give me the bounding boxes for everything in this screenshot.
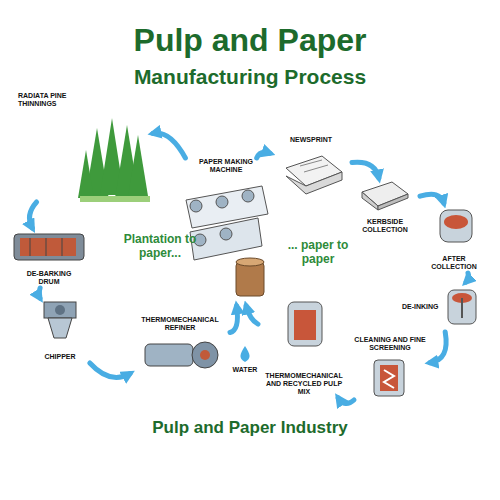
paper-bundle — [362, 182, 408, 210]
flow-arrow — [430, 332, 446, 363]
loop-label: ... paper to paper — [276, 238, 360, 267]
stage-label: PAPER MAKING MACHINE — [191, 158, 261, 174]
process-stage: DE-BARKING DRUM — [8, 228, 90, 288]
stage-label: KERBSIDE COLLECTION — [355, 218, 415, 234]
water-label: WATER — [228, 366, 262, 374]
stage-label: DE-BARKING DRUM — [19, 270, 79, 286]
newsprint — [286, 156, 342, 194]
chipper — [44, 302, 76, 338]
flow-arrow — [338, 398, 354, 404]
pine-trees — [78, 118, 150, 202]
stage-label: CHIPPER — [32, 353, 88, 361]
flow-arrow — [39, 288, 40, 298]
stage-label: RADIATA PINE THINNINGS — [18, 92, 82, 108]
flow-arrow — [352, 162, 379, 178]
stage-label: THERMOMECHANICAL AND RECYCLED PULP MIX — [260, 372, 348, 396]
stage-label: DE-INKING — [402, 303, 446, 311]
title: Pulp and Paper — [0, 22, 500, 59]
refiner — [145, 342, 218, 368]
stage-label: CLEANING AND FINE SCREENING — [352, 336, 428, 352]
flow-arrow — [420, 194, 444, 203]
process-stage: RADIATA PINE THINNINGS — [18, 92, 153, 202]
debarking-drum — [14, 234, 84, 260]
caption: Pulp and Paper Industry — [0, 418, 500, 438]
pulper — [440, 210, 472, 242]
stage-label: AFTER COLLECTION — [423, 255, 485, 271]
process-stage: AFTER COLLECTION — [418, 203, 490, 273]
water-drop — [240, 346, 249, 362]
flow-arrow — [153, 133, 185, 158]
process-stage: THERMOMECHANICAL REFINER — [130, 316, 230, 374]
paper-machine — [186, 186, 268, 296]
process-stage: NEWSPRINT — [270, 136, 352, 198]
flow-arrow — [466, 273, 469, 282]
flow-arrow — [29, 202, 36, 228]
process-stage: CLEANING AND FINE SCREENING — [350, 336, 430, 400]
process-stage: KERBSIDE COLLECTION — [350, 178, 420, 236]
cleaning-screen — [374, 360, 404, 396]
deinking-tank — [448, 290, 476, 324]
process-stage: THERMOMECHANICAL AND RECYCLED PULP MIX — [258, 298, 350, 398]
loop-label: Plantation to paper... — [118, 232, 202, 261]
stage-label: NEWSPRINT — [276, 136, 346, 144]
flow-arrow — [246, 306, 258, 324]
process-stage: PAPER MAKING MACHINE — [178, 158, 274, 306]
flow-arrow — [230, 306, 237, 333]
pulp-mix-tank — [288, 302, 322, 346]
process-stage: CHIPPER — [30, 298, 90, 363]
subtitle: Manufacturing Process — [0, 64, 500, 89]
flow-arrow — [257, 152, 270, 158]
process-stage: DE-INKING — [400, 282, 482, 332]
stage-label: THERMOMECHANICAL REFINER — [132, 316, 228, 332]
flow-arrow — [90, 363, 130, 377]
